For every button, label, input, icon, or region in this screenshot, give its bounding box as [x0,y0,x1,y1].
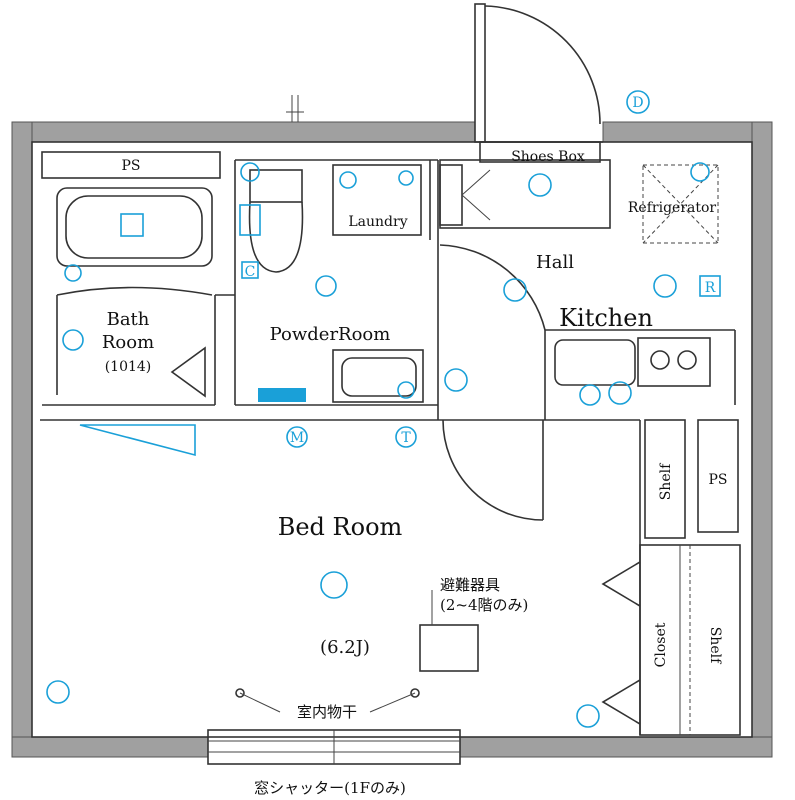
hall-label: Hall [536,252,574,273]
bath-light-icon [62,329,84,351]
hall-door-swing [439,244,546,331]
laundry-label: Laundry [348,214,407,230]
shoes-box-label: Shoes Box [511,149,585,165]
closet-door-upper [601,561,641,607]
counter-symbol: C [245,264,256,280]
counter-box-icon [241,261,259,279]
kitchen-label: Kitchen [559,304,653,332]
shelf-upper-label: Shelf [658,462,674,500]
heater-panel [258,388,306,402]
laundry-outlet-icon [339,171,357,189]
bedroom-outlet-left-icon [46,680,70,704]
kitchen-sink [554,339,636,386]
refrigerator-space [642,164,719,244]
shoes-cabinet [439,164,463,226]
closet-door-lower [601,679,641,725]
bath-outlet-icon [64,264,82,282]
shoes-box-light-icon [528,173,552,197]
bed-room-label: Bed Room [278,513,403,541]
entrance-door [474,3,603,163]
ps-right-label: PS [708,472,727,488]
meter-symbol: M [290,430,304,446]
bed-room-size: (6.2J) [320,637,370,658]
refrigerator-label: Refrigerator [628,200,717,216]
refrigerator-outlet-icon [690,162,710,182]
laundry-space [332,164,422,236]
bath-door-mark [170,346,206,398]
escape-device-label-1: 避難器具 [440,576,500,594]
escape-device-label-2: (2~4階のみ) [440,596,528,614]
aircon-icon [79,424,196,457]
outer-walls [11,121,773,758]
shoes-box-area [439,159,611,229]
range-hood-icon [699,275,721,297]
shoes-box-door [461,169,491,221]
vent [286,95,304,122]
toilet-outlet-icon [240,162,260,182]
escape-device-box [419,624,479,672]
hall-outlet-icon [444,368,468,392]
shelf-lower-label: Shelf [707,627,723,665]
powder-room-label: PowderRoom [270,324,391,345]
door-bell-symbol: D [632,95,643,111]
meter-icon [286,426,308,448]
bath-fan-icon [120,213,144,237]
interior-walls [31,141,753,738]
kitchen-light-icon [653,274,677,298]
closet-label: Closet [653,622,669,667]
toilet [248,169,304,273]
drying-rack [235,688,420,713]
telephone-symbol: T [401,430,411,446]
telephone-icon [395,426,417,448]
kitchen-light-2-icon [608,381,632,405]
washbasin-outlet-icon [397,381,415,399]
bedroom-outlet-right-icon [576,704,600,728]
bathtub [56,187,213,267]
kitchen-outlet-icon [579,384,601,406]
ps-top-box [41,151,221,179]
bath-room-label-1: Bath [107,309,150,330]
stove [637,337,711,387]
indoor-drying-label: 室内物干 [297,703,357,721]
bedroom-light-icon [320,571,348,599]
window [207,729,461,765]
range-hood-symbol: R [705,280,716,296]
bath-floor-line [56,286,213,395]
ps-top-label: PS [121,158,140,174]
toilet-tank-icon [239,204,261,236]
bath-room-size: (1014) [105,359,152,375]
bath-room-label-2: Room [102,332,154,353]
laundry-faucet-icon [398,170,414,186]
hall-light-icon [503,278,527,302]
shutter-note-label: 窓シャッター(1Fのみ) [254,779,406,797]
washbasin [332,349,424,403]
door-bell-icon [626,90,650,114]
powder-light-icon [315,275,337,297]
bedroom-door-swing [442,419,544,521]
